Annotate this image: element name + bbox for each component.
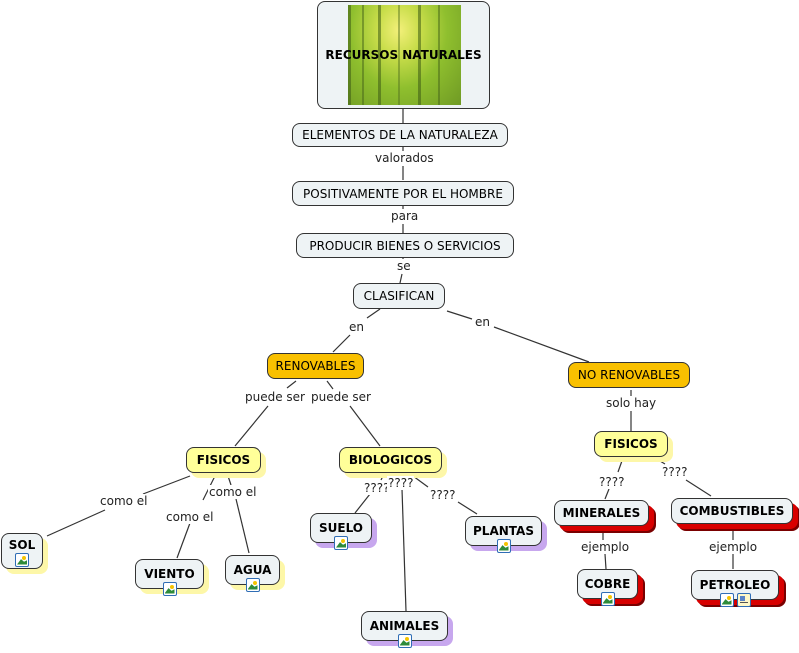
link-q-suelo [354,493,371,514]
concept-label: AGUA [233,562,272,577]
concept-label: VIENTO [144,566,195,581]
concept-suelo[interactable]: SUELO [310,513,372,550]
link-comoel-sol [46,509,106,537]
linking-phrase: ???? [661,465,689,479]
concept-label: CLASIFICAN [363,289,435,303]
linking-phrase: valorados [374,151,435,165]
concept-root[interactable]: RECURSOS NATURALES [317,1,490,109]
linking-phrase: como el [99,494,149,508]
concept-petroleo[interactable]: PETROLEO [691,570,779,607]
concept-label: ELEMENTOS DE LA NATURALEZA [302,128,498,142]
linking-phrase: puede ser [244,390,306,404]
link-renovables-puede1 [286,380,297,389]
linking-phrase: ejemplo [708,540,759,554]
linking-phrase: solo hay [605,396,658,410]
linking-phrase: como el [208,485,258,499]
link-fisicos1-comoel-sol [142,475,191,495]
linking-phrase: ejemplo [580,540,631,554]
concept-animales[interactable]: ANIMALES [361,611,448,648]
concept-elementos[interactable]: ELEMENTOS DE LA NATURALEZA [292,123,508,147]
concept-label: COBRE [584,576,631,591]
linking-phrase: puede ser [310,390,372,404]
concept-label: MINERALES [562,506,641,520]
concept-label: RENOVABLES [275,359,356,373]
concept-label: SUELO [318,520,363,535]
concept-no-renovables[interactable]: NO RENOVABLES [568,362,690,388]
link-comoel-viento [176,522,191,559]
concept-agua[interactable]: AGUA [225,555,280,592]
concept-label: PRODUCIR BIENES O SERVICIOS [309,238,501,253]
concept-label: COMBUSTIBLES [679,504,785,518]
concept-label: FISICOS [604,437,658,451]
link-fisicos1-comoel-agua [227,475,232,486]
concept-cobre[interactable]: COBRE [577,569,638,606]
link-puede1-fisicos [234,405,269,447]
concept-label: POSITIVAMENTE POR EL HOMBRE [303,186,503,201]
link-q-min [604,488,610,500]
concept-label: ANIMALES [369,618,440,633]
linking-phrase: se [396,259,412,273]
link-se-clasifican [399,273,403,284]
linking-phrase: para [390,209,420,223]
concept-producir[interactable]: PRODUCIR BIENES O SERVICIOS [296,233,514,258]
link-ejemplo-cobre [604,553,607,570]
link-q-animales [401,488,407,612]
concept-renovables[interactable]: RENOVABLES [267,353,364,379]
forest-photo [348,5,461,105]
link-renovables-puede2 [326,380,334,390]
concept-biologicos[interactable]: BIOLOGICOS [339,447,442,473]
concept-fisicos-renovables[interactable]: FISICOS [186,447,261,473]
link-biologicos-q-plantas [412,475,429,488]
concept-sol[interactable]: SOL [1,533,43,569]
link-en-left-renovables [332,334,351,353]
concept-label: RECURSOS NATURALES [325,48,482,62]
image-icon[interactable] [719,592,734,607]
concept-label: NO RENOVABLES [577,368,681,382]
concept-label: PLANTAS [473,523,534,538]
link-fisicos2-q-min [617,457,624,473]
link-q-plantas [457,501,478,515]
linking-phrase: como el [165,510,215,524]
concept-combustibles[interactable]: COMBUSTIBLES [671,498,793,524]
concept-plantas[interactable]: PLANTAS [465,516,542,553]
linking-phrase: ???? [429,488,457,502]
linking-phrase: ???? [598,475,626,489]
linking-phrase: en [348,320,365,334]
image-icon[interactable] [334,535,348,550]
image-icon[interactable] [162,581,177,596]
image-icon[interactable] [15,552,29,567]
concept-clasifican[interactable]: CLASIFICAN [353,283,445,309]
image-icon[interactable] [245,577,260,592]
concept-label: BIOLOGICOS [348,453,433,467]
link-biologicos-q-suelo [380,475,384,481]
image-icon[interactable] [600,591,615,606]
concept-label: FISICOS [196,453,251,467]
document-icon[interactable] [736,592,751,607]
link-fisicos2-q-comb [654,457,666,465]
concept-positivamente[interactable]: POSITIVAMENTE POR EL HOMBRE [292,181,514,206]
concept-fisicos-no-renovables[interactable]: FISICOS [594,431,668,457]
link-en-right-norenovables [493,326,590,363]
concept-label: PETROLEO [699,577,771,592]
image-icon[interactable] [496,538,511,553]
linking-phrase: ???? [363,481,391,495]
linking-phrase: en [474,315,491,329]
concept-label: SOL [8,537,36,552]
linking-phrase: ???? [387,476,415,490]
link-comoel-agua [235,498,250,554]
concept-minerales[interactable]: MINERALES [554,500,649,526]
link-q-comb [685,479,712,497]
link-clasifican-en-left [366,308,381,319]
link-clasifican-en-right [446,310,473,320]
link-puede2-biologicos [349,405,381,447]
concept-viento[interactable]: VIENTO [135,559,204,596]
image-icon[interactable] [397,633,412,648]
